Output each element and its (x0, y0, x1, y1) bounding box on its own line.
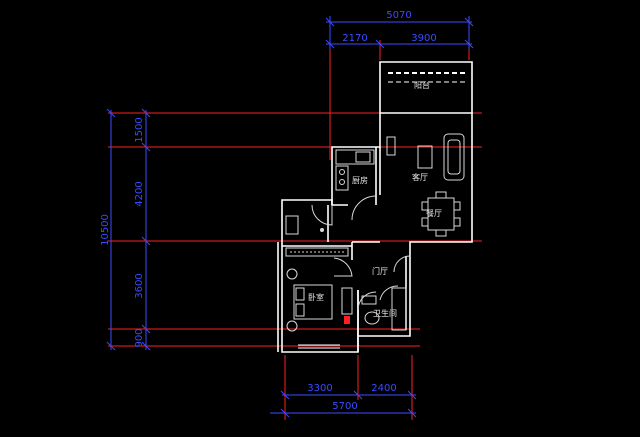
dim-tick (375, 39, 385, 49)
bath-cabinet (391, 287, 407, 331)
walls (277, 61, 473, 353)
dim-tick (106, 341, 116, 351)
dining-chair (453, 201, 461, 211)
dim-left-4: 900 (134, 328, 145, 347)
bed-pillow (295, 303, 305, 317)
living-wall (380, 112, 473, 256)
wardrobe (285, 247, 349, 257)
dim-top-right: 3900 (411, 33, 436, 44)
dim-left-2: 4200 (134, 181, 145, 206)
dim-bottom-right: 2400 (371, 383, 396, 394)
dim-tick (280, 390, 290, 400)
dim-bottom-total: 5700 (332, 401, 357, 412)
dining-chair (435, 229, 447, 237)
dining-chair (421, 217, 429, 227)
axis-lines (108, 20, 482, 420)
dim-tick (141, 341, 151, 351)
washbasin (361, 295, 377, 305)
nightstand (286, 268, 298, 280)
dim-tick (407, 408, 417, 418)
room-label-balcony: 阳台 (414, 80, 430, 90)
room-label-hall: 门厅 (372, 266, 388, 276)
sofa (443, 133, 465, 181)
dimension-lines (106, 16, 474, 418)
dim-left-total: 10500 (100, 214, 111, 246)
dim-tick (141, 236, 151, 246)
entry-wall (281, 199, 333, 242)
fixtures (285, 133, 465, 332)
kitchen-sink (355, 151, 371, 163)
door-swing (357, 291, 377, 311)
balcony-wall (379, 61, 473, 113)
door-swing (333, 257, 353, 277)
room-label-bathroom: 卫生间 (373, 308, 397, 318)
dining-chair (435, 191, 447, 199)
dim-tick (106, 108, 116, 118)
bed (293, 284, 333, 320)
shoe-cabinet (285, 215, 299, 235)
accent-marks (344, 316, 350, 324)
floor-drain (320, 228, 324, 232)
dim-tick (353, 390, 363, 400)
nightstand (286, 320, 298, 332)
room-label-bedroom: 卧室 (308, 292, 324, 302)
dim-bottom-left: 3300 (307, 383, 332, 394)
desk (341, 287, 353, 315)
kitchen-counter (335, 149, 375, 165)
stove-burner (339, 179, 345, 185)
dining-chair (421, 201, 429, 211)
dim-left-1: 1500 (134, 117, 145, 142)
dining-chair (453, 217, 461, 227)
door-swing (311, 204, 333, 226)
windows (298, 344, 340, 349)
dim-left-3: 3600 (134, 273, 145, 298)
sofa-cushion (447, 139, 461, 175)
kitchen-stove (335, 165, 349, 191)
room-label-kitchen: 厨房 (352, 175, 368, 185)
bed-pillow (295, 287, 305, 301)
door-swing (379, 285, 399, 301)
tv-cabinet (386, 136, 396, 156)
dim-tick (407, 390, 417, 400)
door-swing (351, 195, 377, 221)
toilet (364, 311, 380, 325)
dim-tick (141, 142, 151, 152)
coffee-table (417, 145, 433, 169)
dim-top-left: 2170 (342, 33, 367, 44)
dim-tick (141, 324, 151, 334)
room-label-living: 客厅 (412, 172, 428, 182)
kitchen-wall (331, 113, 381, 206)
bath-wall (357, 284, 411, 352)
dim-top-total: 5070 (386, 10, 411, 21)
red-marker (344, 316, 350, 324)
room-label-dining: 餐厅 (426, 209, 442, 218)
stove-burner (339, 169, 345, 175)
dim-tick (141, 108, 151, 118)
door-swing (393, 255, 411, 273)
dim-tick (280, 408, 290, 418)
